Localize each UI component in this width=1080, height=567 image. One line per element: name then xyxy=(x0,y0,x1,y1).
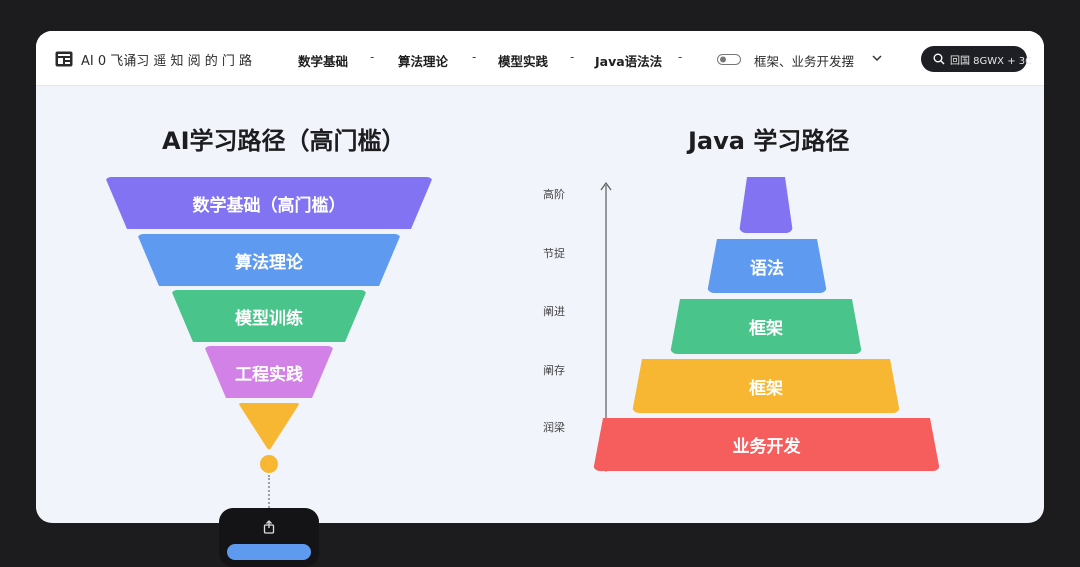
funnel-tier-label: 算法理论 xyxy=(235,252,303,273)
funnel-tier-training: 模型训练 xyxy=(171,290,367,342)
pyramid-tier-label: 框架 xyxy=(749,378,783,399)
axis-label-level-3: 阐进 xyxy=(543,305,565,318)
app-logo-icon xyxy=(55,51,73,67)
nav-item-algorithm[interactable]: 算法理论 xyxy=(398,54,449,69)
nav-item-java-syntax[interactable]: Java语法法 xyxy=(595,54,663,69)
brand-name: AI 0 飞诵习 遥 知 阅 的 门 路 xyxy=(81,54,253,69)
bottom-dock[interactable] xyxy=(219,508,319,567)
funnel-tier-algorithm: 算法理论 xyxy=(137,234,401,286)
axis-label-level-2: 节捉 xyxy=(543,247,565,260)
nav-item-math[interactable]: 数学基础 xyxy=(298,54,349,69)
axis-label-level-4: 阐存 xyxy=(543,364,565,377)
top-nav-bar: AI 0 飞诵习 遥 知 阅 的 门 路 数学基础 - 算法理论 - 模型实践 … xyxy=(36,31,1044,86)
java-path-title: Java 学习路径 xyxy=(688,127,850,155)
funnel-tier-engineering: 工程实践 xyxy=(204,346,334,398)
search-label: 回国 8GWX + 3C xyxy=(950,56,1033,67)
pyramid-tier-syntax: 语法 xyxy=(707,239,827,293)
funnel-tier-math: 数学基础（高门槛） xyxy=(105,177,433,229)
funnel-tier-label: 模型训练 xyxy=(235,308,303,329)
nav-separator: - xyxy=(370,50,375,64)
pyramid-tier-business-dev: 业务开发 xyxy=(593,418,940,471)
search-button[interactable]: 回国 8GWX + 3C xyxy=(921,46,1032,72)
funnel-end-dot xyxy=(260,455,278,473)
pyramid-tier-label: 框架 xyxy=(749,319,783,339)
nav-separator: - xyxy=(472,50,477,64)
chevron-down-icon[interactable] xyxy=(872,54,882,62)
axis-label-base: 润梁 xyxy=(543,421,565,434)
axis-label-advanced: 高阶 xyxy=(543,188,565,201)
pyramid-tier-label: 语法 xyxy=(750,258,784,279)
search-icon xyxy=(933,53,945,65)
pyramid-tier-framework-2: 框架 xyxy=(632,359,900,413)
share-icon[interactable] xyxy=(262,520,276,534)
pyramid-tier-framework: 框架 xyxy=(670,299,862,354)
toggle-icon[interactable] xyxy=(717,54,741,65)
funnel-tip-triangle xyxy=(239,403,299,450)
nav-item-framework-business[interactable]: 框架、业务开发摆 xyxy=(754,54,855,69)
dock-action-bar[interactable] xyxy=(227,544,311,560)
pyramid-tier-top xyxy=(739,177,793,233)
nav-item-model-practice[interactable]: 模型实践 xyxy=(498,54,549,69)
nav-separator: - xyxy=(570,50,575,64)
dotted-connector xyxy=(268,475,270,515)
funnel-tier-label: 工程实践 xyxy=(235,364,303,385)
main-card: AI 0 飞诵习 遥 知 阅 的 门 路 数学基础 - 算法理论 - 模型实践 … xyxy=(36,31,1044,523)
ai-path-title: AI学习路径（高门槛） xyxy=(162,127,406,155)
pyramid-tier-label: 业务开发 xyxy=(732,437,801,457)
funnel-tier-label: 数学基础（高门槛） xyxy=(192,195,346,216)
nav-separator: - xyxy=(678,50,683,64)
